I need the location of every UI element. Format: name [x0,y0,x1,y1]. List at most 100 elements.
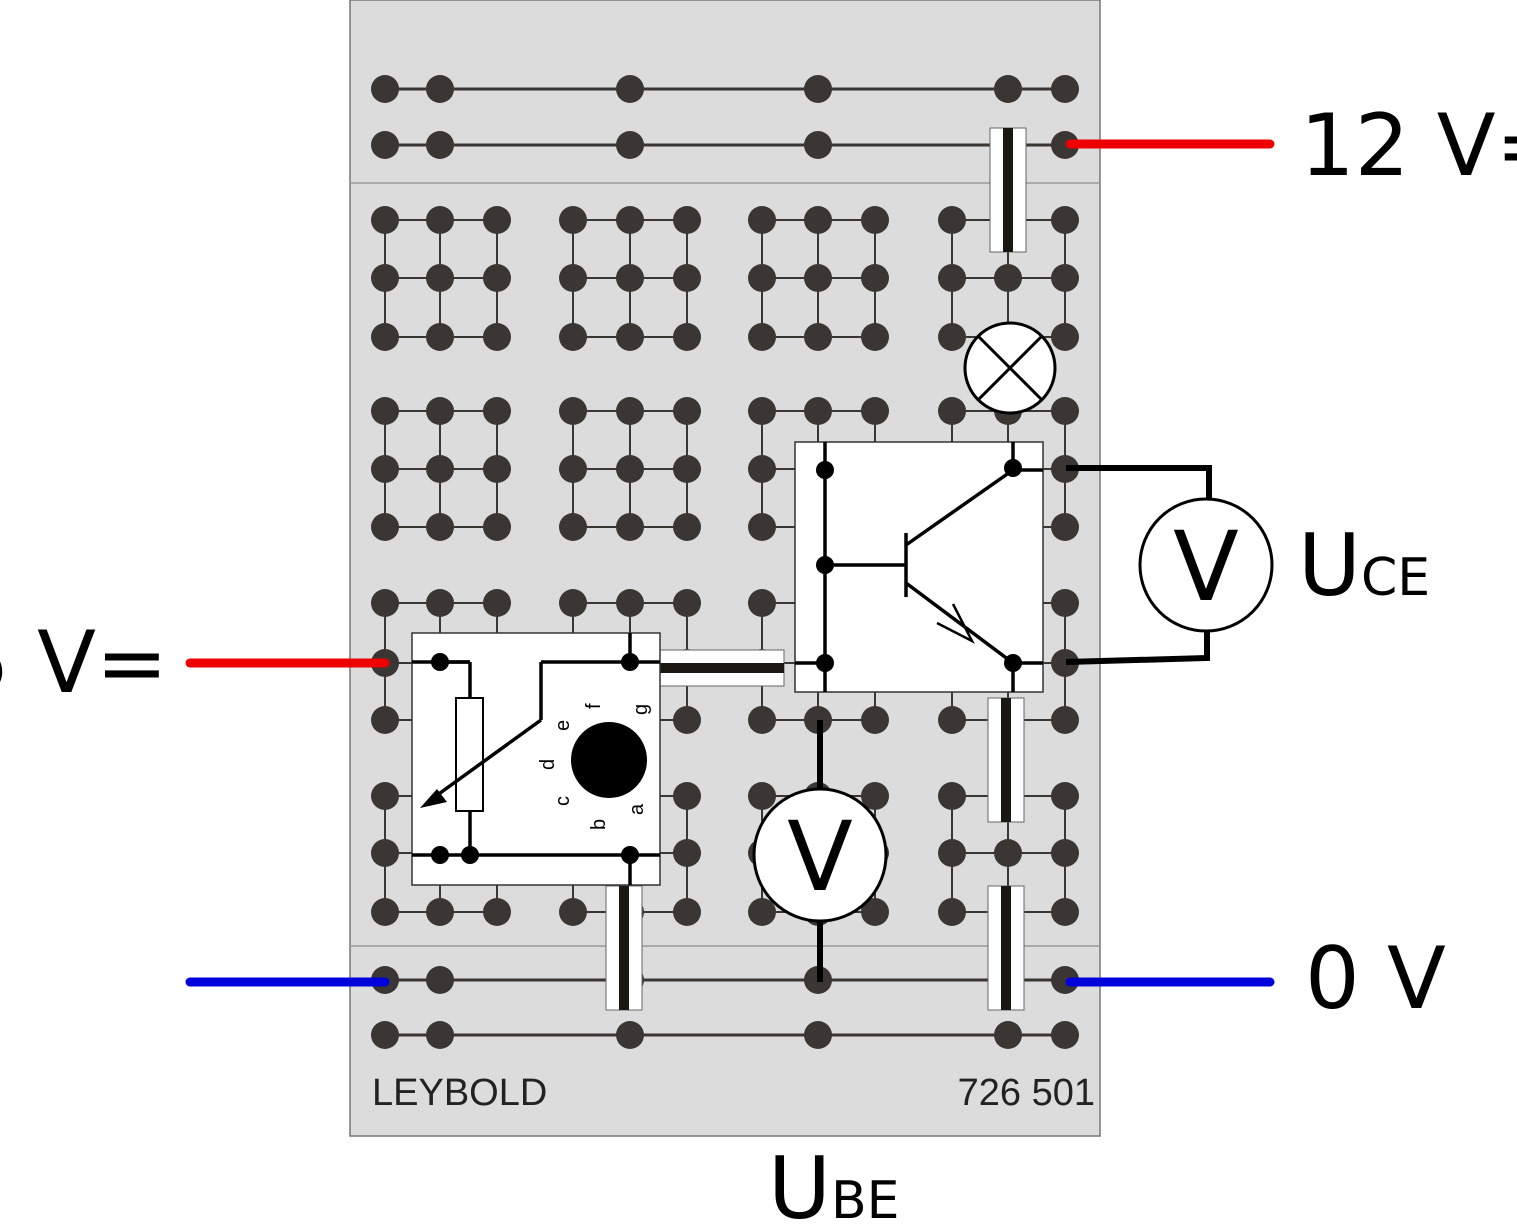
socket[interactable] [1051,839,1079,867]
socket[interactable] [938,397,966,425]
socket[interactable] [371,839,399,867]
socket[interactable] [1051,589,1079,617]
socket[interactable] [938,782,966,810]
socket[interactable] [748,264,776,292]
socket[interactable] [673,898,701,926]
socket[interactable] [426,966,454,994]
socket[interactable] [371,206,399,234]
socket[interactable] [673,839,701,867]
socket[interactable] [371,131,399,159]
socket[interactable] [1051,513,1079,541]
socket[interactable] [804,397,832,425]
socket[interactable] [616,1021,644,1049]
socket[interactable] [371,706,399,734]
socket[interactable] [673,589,701,617]
socket[interactable] [748,706,776,734]
socket[interactable] [748,513,776,541]
socket[interactable] [616,455,644,483]
socket[interactable] [426,264,454,292]
socket[interactable] [673,513,701,541]
socket[interactable] [616,513,644,541]
socket[interactable] [1051,397,1079,425]
socket[interactable] [426,75,454,103]
socket[interactable] [559,589,587,617]
socket[interactable] [804,75,832,103]
socket[interactable] [483,206,511,234]
socket[interactable] [371,782,399,810]
socket[interactable] [483,455,511,483]
socket[interactable] [861,782,889,810]
socket[interactable] [994,75,1022,103]
socket[interactable] [861,898,889,926]
socket[interactable] [559,397,587,425]
socket[interactable] [483,898,511,926]
socket[interactable] [861,397,889,425]
socket[interactable] [426,323,454,351]
socket[interactable] [371,323,399,351]
socket[interactable] [673,782,701,810]
socket[interactable] [371,397,399,425]
socket[interactable] [559,898,587,926]
socket[interactable] [616,75,644,103]
socket[interactable] [1051,264,1079,292]
socket[interactable] [426,589,454,617]
socket[interactable] [1051,706,1079,734]
socket[interactable] [1051,649,1079,677]
socket[interactable] [426,1021,454,1049]
socket[interactable] [616,264,644,292]
socket[interactable] [938,839,966,867]
socket[interactable] [371,75,399,103]
socket[interactable] [748,589,776,617]
socket[interactable] [804,264,832,292]
socket[interactable] [426,131,454,159]
socket[interactable] [616,131,644,159]
socket[interactable] [559,264,587,292]
socket[interactable] [861,323,889,351]
socket[interactable] [1051,323,1079,351]
socket[interactable] [861,206,889,234]
socket[interactable] [673,323,701,351]
socket[interactable] [861,264,889,292]
socket[interactable] [1051,455,1079,483]
socket[interactable] [426,397,454,425]
socket[interactable] [483,397,511,425]
socket[interactable] [748,397,776,425]
socket[interactable] [804,1021,832,1049]
socket[interactable] [1051,898,1079,926]
socket[interactable] [371,513,399,541]
socket[interactable] [673,455,701,483]
socket[interactable] [616,589,644,617]
socket[interactable] [938,264,966,292]
socket[interactable] [371,455,399,483]
socket[interactable] [559,323,587,351]
socket[interactable] [483,513,511,541]
socket[interactable] [994,839,1022,867]
socket[interactable] [1051,1021,1079,1049]
socket[interactable] [426,898,454,926]
socket[interactable] [426,206,454,234]
socket[interactable] [426,513,454,541]
socket[interactable] [1051,206,1079,234]
socket[interactable] [371,589,399,617]
socket[interactable] [748,323,776,351]
socket[interactable] [938,706,966,734]
socket[interactable] [426,455,454,483]
socket[interactable] [804,131,832,159]
socket[interactable] [748,782,776,810]
socket[interactable] [559,206,587,234]
socket[interactable] [371,898,399,926]
socket[interactable] [616,206,644,234]
socket[interactable] [938,323,966,351]
socket[interactable] [483,589,511,617]
socket[interactable] [748,206,776,234]
socket[interactable] [673,706,701,734]
socket[interactable] [371,1021,399,1049]
socket[interactable] [616,323,644,351]
socket[interactable] [673,206,701,234]
socket[interactable] [748,455,776,483]
socket[interactable] [483,264,511,292]
socket[interactable] [804,206,832,234]
socket[interactable] [748,898,776,926]
socket[interactable] [804,323,832,351]
socket[interactable] [559,513,587,541]
